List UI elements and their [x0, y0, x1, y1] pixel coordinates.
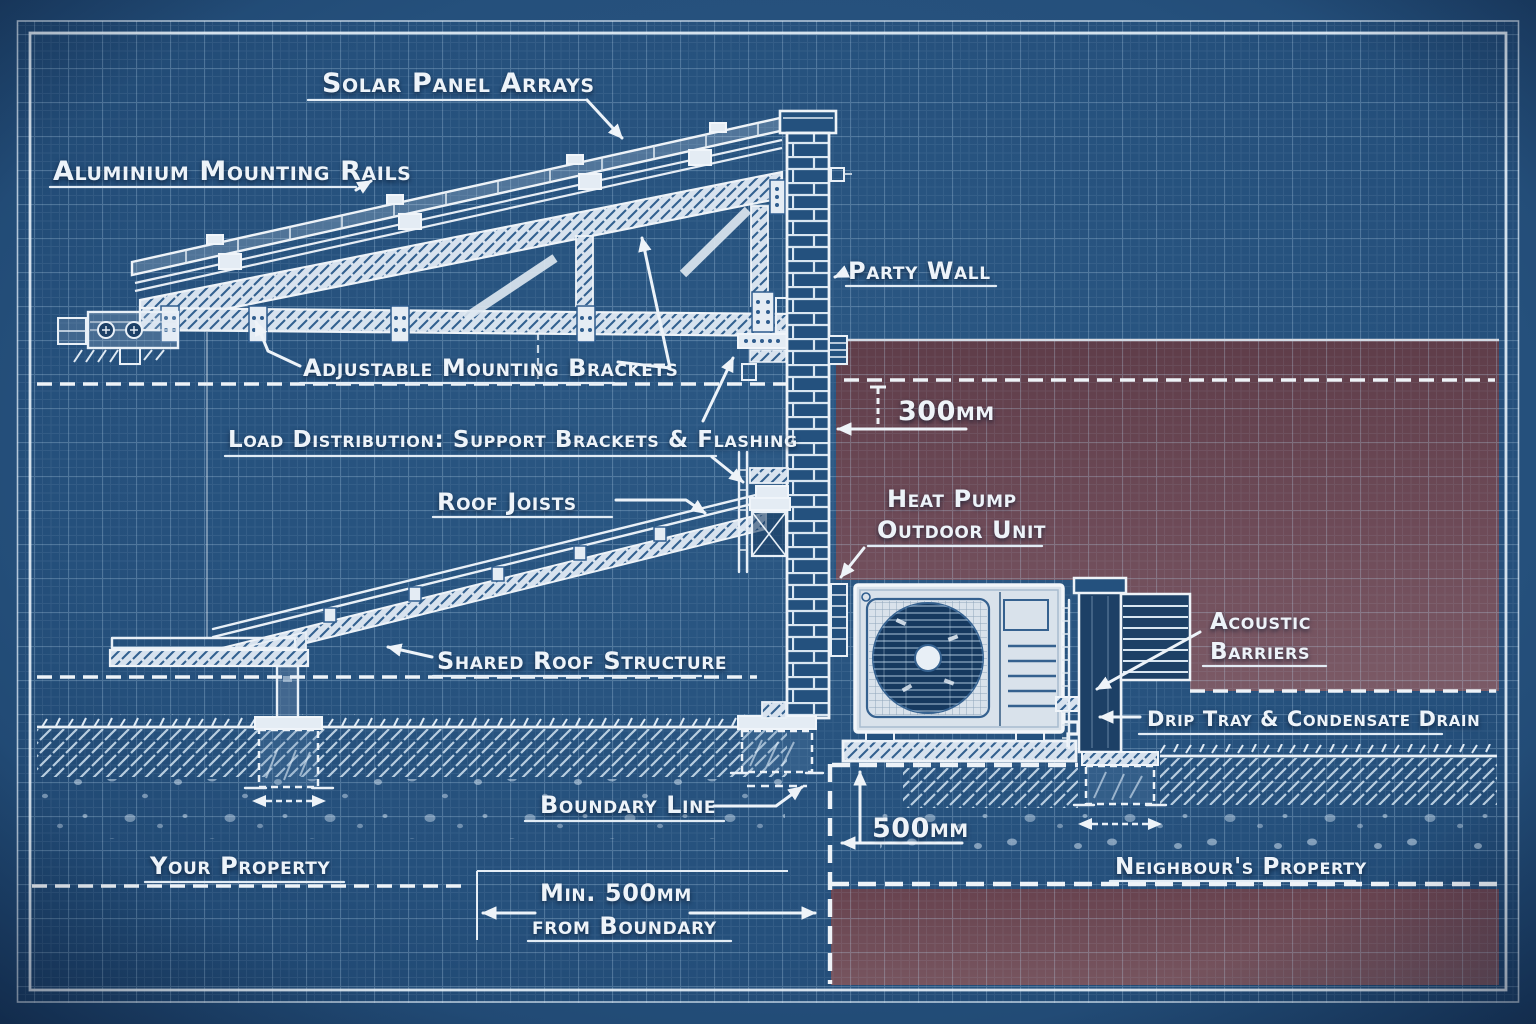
- vignette-overlay: [0, 0, 1536, 1024]
- blueprint-canvas: 300mm 500mm Min. 500mm from Boundary Sol…: [0, 0, 1536, 1024]
- blueprint-sheet: 300mm 500mm Min. 500mm from Boundary Sol…: [0, 0, 1536, 1024]
